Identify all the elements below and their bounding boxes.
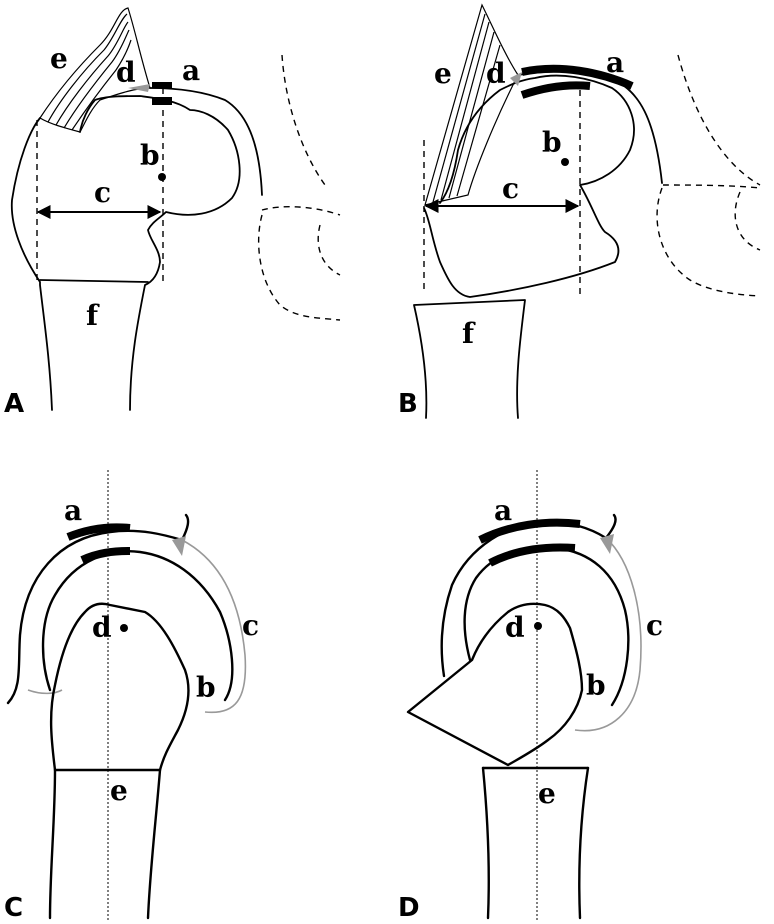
panel-a: a b c d e f A [4, 7, 341, 419]
panel-b-glenoid [677, 54, 761, 186]
panel-d-label-b: b [586, 669, 606, 702]
panel-b-center-dot [561, 158, 569, 166]
panel-a-label-d: d [116, 56, 136, 89]
panel-c-outer-capsule-lateral [181, 539, 247, 714]
panel-d-outer-capsule-lateral [574, 537, 642, 732]
panel-b-label-e: e [434, 57, 452, 90]
panel-b-attachment-wedge [510, 72, 522, 86]
panel-a-marker-upper [152, 82, 172, 88]
panel-d: a b c d e D [398, 470, 663, 923]
panel-a-glenoid-rim [261, 206, 341, 216]
panel-b: a b c d e f B [398, 3, 761, 419]
panel-b-glenoid-rim [662, 184, 761, 189]
panel-c-shaft [48, 768, 162, 920]
panel-a-scapula [257, 214, 341, 321]
panel-b-letter: B [398, 389, 418, 419]
panel-a-label-f: f [86, 299, 100, 332]
panel-c-label-b: b [196, 671, 216, 704]
panel-b-label-a: a [606, 46, 624, 79]
panel-d-humeral-head [406, 602, 584, 767]
panel-a-neck-cut [39, 279, 149, 283]
panel-b-label-b: b [542, 126, 562, 159]
panel-c-outer-capsule [6, 513, 190, 705]
panel-c-marker-upper [66, 523, 131, 541]
panel-b-tendon [424, 3, 519, 206]
panel-a-glenoid [281, 54, 326, 186]
panel-d-marker-upper [478, 518, 581, 544]
panel-a-scapula-inner [317, 224, 341, 276]
panel-b-marker-upper [521, 64, 634, 90]
panel-d-marker-lower [488, 543, 576, 567]
panel-a-label-b: b [140, 139, 160, 172]
panel-d-label-e: e [538, 777, 556, 810]
panel-a-marker-lower [152, 97, 172, 105]
panel-c-attachment-wedge [172, 536, 186, 556]
panel-d-label-c: c [646, 609, 663, 642]
panel-b-label-d: d [486, 57, 506, 90]
panel-c-humeral-head [49, 602, 190, 772]
panel-d-label-a: a [494, 494, 512, 527]
panel-b-label-f: f [462, 317, 476, 350]
panel-d-center-dot [534, 622, 542, 630]
panel-c: a b c d e C [4, 470, 259, 923]
panel-a-center-dot [158, 173, 166, 181]
panel-c-label-c: c [242, 609, 259, 642]
panel-d-letter: D [398, 893, 420, 923]
panel-b-scapula-inner [734, 191, 761, 251]
panel-d-label-d: d [505, 611, 525, 644]
panel-c-letter: C [4, 893, 23, 923]
panel-a-humerus [10, 95, 241, 411]
panel-a-capsule [149, 87, 263, 196]
panel-b-shaft [413, 299, 526, 419]
panel-a-label-e: e [50, 42, 68, 75]
panel-b-marker-lower [520, 81, 591, 99]
panel-c-center-dot [120, 624, 128, 632]
panel-b-label-c: c [502, 172, 519, 205]
panel-c-label-d: d [92, 611, 112, 644]
panel-c-label-e: e [110, 774, 128, 807]
panel-b-scapula [656, 187, 761, 297]
panel-d-shaft [481, 766, 590, 920]
panel-d-attachment-wedge [600, 534, 614, 554]
panel-c-label-a: a [64, 494, 82, 527]
panel-c-inner-capsule [41, 550, 234, 702]
panel-c-marker-lower [80, 547, 131, 564]
panel-a-label-c: c [94, 176, 111, 209]
panel-a-label-a: a [182, 54, 200, 87]
panel-a-attachment-wedge [128, 84, 150, 92]
panel-b-humeral-head [423, 74, 635, 298]
panel-c-inferior-fold [27, 689, 63, 695]
panel-a-letter: A [4, 389, 24, 419]
